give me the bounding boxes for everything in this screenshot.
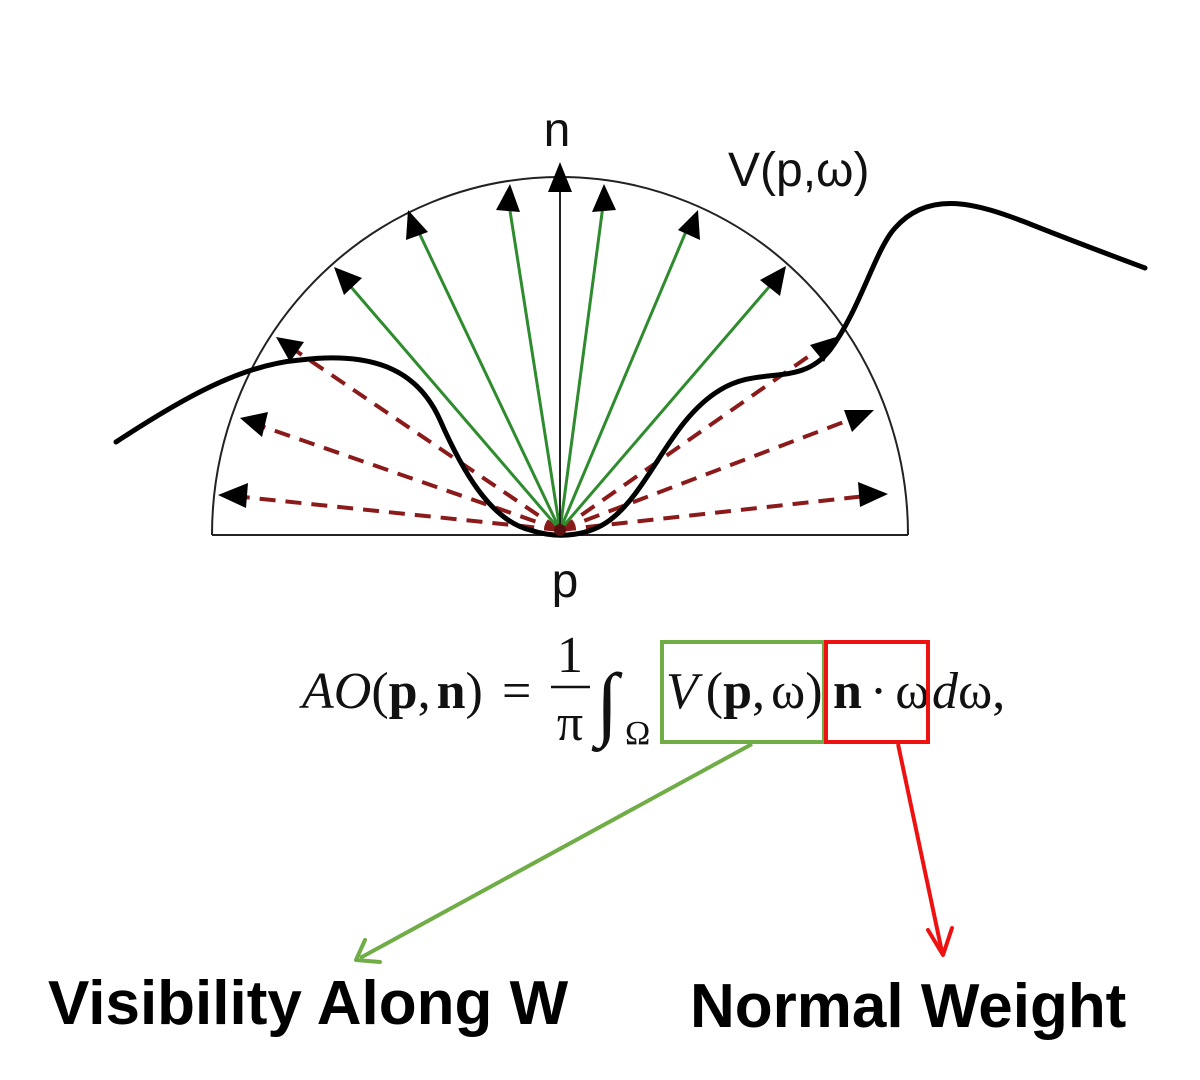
ao-formula: AO(p,n) = 1 π ∫ Ω V(p,ω) n·ω dω,	[299, 627, 1005, 752]
formula-differential: dω,	[932, 663, 1005, 720]
formula-weight-n: n	[833, 663, 862, 720]
visible-ray-arrowhead	[406, 210, 428, 240]
formula-integral-subscript: Ω	[625, 715, 650, 752]
formula-comma: ,	[418, 663, 431, 720]
formula-visibility-open: (	[706, 663, 723, 720]
formula-p: p	[389, 663, 418, 720]
occluded-ray-arrowhead	[844, 410, 874, 432]
visible-ray-arrowhead	[678, 210, 700, 240]
normal-weight-arrow-head	[926, 926, 954, 957]
formula-visibility-v: V	[666, 663, 703, 720]
formula-open-paren: (	[371, 663, 388, 720]
visible-rays	[343, 197, 777, 531]
visible-ray	[558, 221, 692, 531]
visible-ray-arrowhead	[334, 267, 362, 295]
occluded-ray-arrowhead	[218, 483, 248, 508]
occluded-ray	[559, 492, 885, 532]
occluded-ray	[243, 418, 561, 532]
occluded-ray	[223, 493, 561, 532]
normal-weight-annotation-arrow	[896, 743, 954, 957]
occluded-ray	[559, 410, 871, 532]
formula-visibility-term: V(p,ω)	[666, 663, 823, 720]
formula-normal-weight-term: n·ω	[833, 663, 929, 720]
visible-ray-arrowhead	[496, 184, 520, 212]
visibility-annotation-arrow	[354, 742, 753, 964]
visible-ray	[506, 197, 562, 531]
formula-frac-numerator: 1	[557, 627, 583, 684]
formula-weight-dot: ·	[870, 663, 887, 720]
formula-d: d	[932, 663, 959, 720]
occluded-rays	[223, 338, 885, 532]
visible-ray	[343, 279, 562, 531]
normal-weight-caption: Normal Weight	[690, 972, 1126, 1041]
formula-lhs: AO(p,n)	[299, 663, 483, 720]
formula-ao: AO	[299, 663, 371, 720]
formula-visibility-sep: ,	[752, 663, 765, 720]
surface-curve	[113, 200, 1148, 538]
formula-frac-denominator: π	[557, 695, 583, 752]
visible-ray-heads	[334, 184, 786, 296]
occluded-ray	[558, 338, 834, 532]
formula-equals: =	[502, 663, 531, 720]
point-p-dot	[554, 524, 566, 536]
visible-ray	[558, 197, 606, 531]
occluded-ray-heads	[218, 337, 888, 508]
visibility-function-label: V(p,ω)	[728, 144, 870, 197]
formula-integral: ∫	[591, 657, 623, 752]
normal-vector-arrowhead	[548, 162, 572, 192]
visibility-arrow-line	[359, 742, 753, 960]
occluded-ray-arrowhead	[858, 482, 888, 507]
occluded-ray-arrowhead	[240, 412, 268, 437]
occluded-ray-arrowhead	[276, 337, 304, 362]
normal-weight-term-box	[824, 640, 930, 744]
visible-ray	[412, 221, 562, 531]
formula-n: n	[437, 663, 466, 720]
formula-visibility-omega: ω)	[771, 663, 823, 720]
visible-ray-arrowhead	[760, 266, 786, 296]
occluded-ray	[278, 338, 562, 532]
visible-ray-arrowhead	[592, 184, 616, 212]
normal-weight-arrow-line	[896, 743, 944, 953]
formula-d-omega: ω,	[958, 663, 1005, 720]
formula-weight-omega: ω	[895, 663, 929, 720]
formula-close-paren: )	[466, 663, 483, 720]
formula-visibility-p: p	[723, 663, 752, 720]
point-label: p	[552, 555, 579, 608]
visible-ray	[558, 279, 777, 531]
occluded-ray-arrowhead	[810, 337, 836, 362]
normal-label: n	[544, 104, 571, 157]
normal-vector	[548, 162, 572, 530]
visibility-caption: Visibility Along W	[48, 969, 569, 1038]
visibility-arrow-head	[354, 938, 382, 964]
